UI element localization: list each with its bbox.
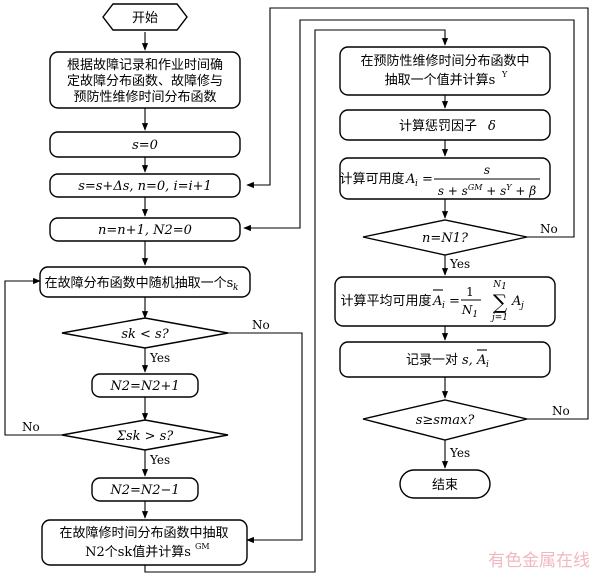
sample-fault-label: 在故障分布函数中随机抽取一个s [45,276,234,291]
svg-text:j=1: j=1 [490,313,508,323]
svg-text:A: A [432,294,442,309]
penalty-box: 计算惩罚因子 δ [339,109,551,141]
yes-label-n: Yes [449,257,470,271]
svg-text:i: i [442,301,445,311]
sample-repair-line-2: N2个sk值并计算s [85,544,191,560]
no-label-n: No [540,222,558,236]
update-s-box: s=s+Δs, n=0, i=i+1 [49,173,241,198]
record-box: 记录一对 s, A i [339,341,551,378]
svg-text:i: i [486,360,489,370]
svg-text:s: s [484,163,490,177]
compare-sum-label: Σsk > s? [116,429,175,444]
svg-text:s,: s, [462,353,473,368]
sample-pm-superscript: Y [501,70,508,79]
update-n-box: n=n+1, N2=0 [49,217,241,242]
init-s-box: s=0 [49,131,241,158]
record-formula: s, A i [462,349,489,370]
start-label: 开始 [132,11,158,26]
svg-text:i: i [415,179,418,189]
svg-text:∑: ∑ [493,290,508,314]
sample-repair-superscript: GM [195,542,210,551]
svg-text:A: A [511,294,521,309]
record-label: 记录一对 [406,353,458,368]
no-label-sk: No [252,318,270,332]
watermark: 有色金属在线 [488,551,590,571]
avg-availability-formula: A i = 1 N1 N1 ∑ j=1 A j [432,280,524,323]
update-s-label: s=s+Δs, n=0, i=i+1 [78,179,212,194]
sample-pm-line-2: 抽取一个值并计算s [385,72,496,88]
compare-n-label: n=N1? [422,231,469,246]
compare-smax-label: s≥smax? [416,413,476,428]
load-distributions-box: 根据故障记录和作业时间确 定故障分布函数、故障修与 预防性维修时间分布函数 [49,51,241,109]
yes-label-sk: Yes [149,351,170,365]
yes-label-smax: Yes [449,446,470,460]
avg-availability-label: 计算平均可用度 [340,293,431,309]
decrement-n2-label: N2=N2−1 [109,483,179,498]
svg-text:1: 1 [466,285,474,299]
svg-text:=: = [422,172,433,187]
no-label-smax: No [552,404,570,418]
sample-repair-line-1: 在故障修时间分布函数中抽取 [59,526,228,541]
update-n-label: n=n+1, N2=0 [98,223,192,238]
decrement-n2-box: N2=N2−1 [91,477,199,502]
sample-fault-box: 在故障分布函数中随机抽取一个s k [39,266,251,298]
no-label-sum: No [22,420,40,434]
svg-text:A: A [476,353,486,368]
yes-label-sum: Yes [149,453,170,467]
compare-sum-decision: Σsk > s? [61,419,229,451]
load-distributions-line-3: 预防性维修时间分布函数 [73,89,216,105]
load-distributions-line-1: 根据故障记录和作业时间确 [67,58,223,73]
branch-labels: Yes No Yes No Yes No Yes No [22,222,570,467]
svg-text:s + sGM + sY + β: s + sGM + sY + β [438,183,536,198]
init-s-label: s=0 [132,138,158,153]
penalty-symbol: δ [488,119,496,134]
sample-pm-box: 在预防性维修时间分布函数中 抽取一个值并计算s Y [339,46,551,96]
compare-sk-label: sk < s? [121,327,169,342]
connectors [4,7,589,573]
svg-text:N1: N1 [492,280,507,292]
sample-repair-box: 在故障修时间分布函数中抽取 N2个sk值并计算s GM [41,519,248,566]
svg-text:j: j [519,301,524,311]
increment-n2-box: N2=N2+1 [91,373,199,398]
start-node: 开始 [102,3,188,31]
compare-sk-decision: sk < s? [61,317,229,349]
availability-formula: A i = s s + sGM + sY + β [405,163,540,198]
compare-smax-decision: s≥smax? [362,399,528,441]
sample-pm-line-1: 在预防性维修时间分布函数中 [360,53,529,69]
compare-n-decision: n=N1? [362,219,528,256]
end-node: 结束 [399,469,491,499]
avg-availability-box: 计算平均可用度 A i = 1 N1 N1 ∑ j=1 A j [334,276,556,327]
increment-n2-label: N2=N2+1 [109,379,179,394]
availability-box: 计算可用度 A i = s s + sGM + sY + β [339,157,551,200]
sample-fault-subscript: k [233,283,238,293]
end-label: 结束 [432,478,458,493]
load-distributions-line-2: 定故障分布函数、故障修与 [67,74,223,89]
svg-text:=: = [449,294,460,309]
svg-text:A: A [405,172,415,187]
availability-label: 计算可用度 [339,171,404,187]
penalty-label: 计算惩罚因子 [399,119,477,134]
